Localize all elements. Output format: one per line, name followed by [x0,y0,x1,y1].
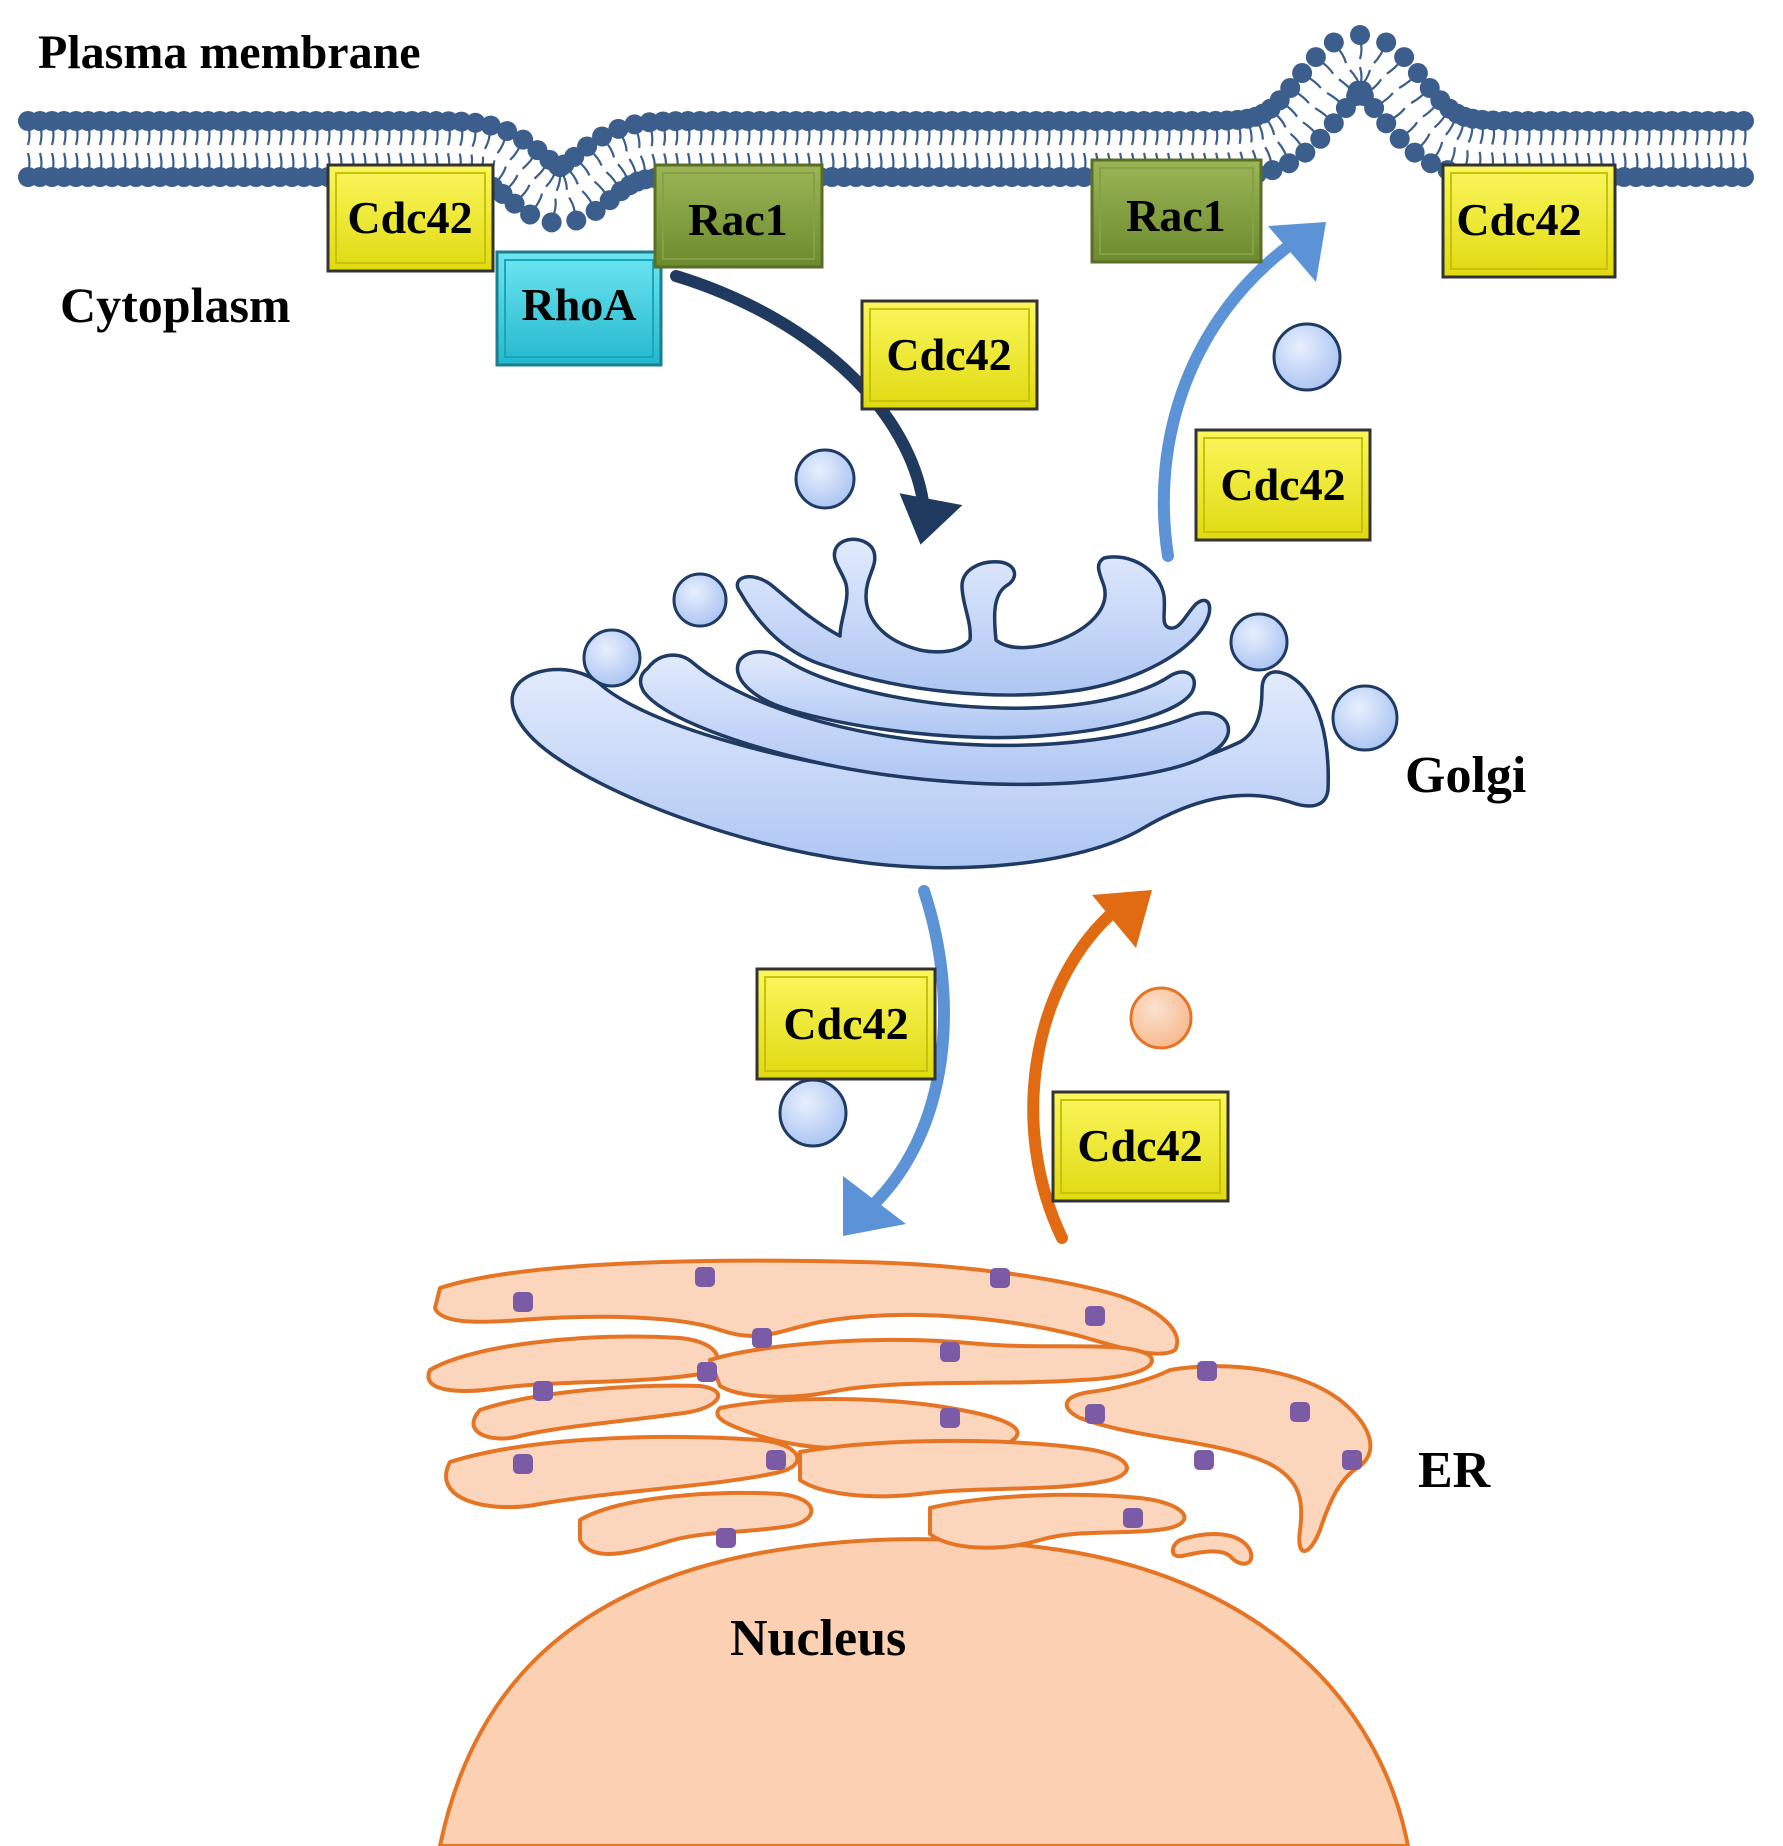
ribosome [990,1268,1010,1288]
lipid-head [1295,142,1316,163]
lipid-head [1280,78,1301,99]
ribosome [533,1381,553,1401]
anterograde-arrow [1027,909,1116,1244]
ribosome [752,1328,772,1348]
ribosome [1194,1450,1214,1470]
retrograde-arrow-head [843,1176,906,1236]
lipid-head [608,118,629,139]
lipid-head [624,114,645,135]
cdc42-box-retrograde: Cdc42 [755,967,937,1081]
vesicle [582,628,642,688]
lipid-head [1420,153,1441,174]
ribosome [513,1454,533,1474]
cdc42-label: Cdc42 [886,329,1011,380]
er-ribosomes [513,1267,1362,1548]
ribosome [940,1342,960,1362]
lipid-head [480,115,501,136]
ribosome [1123,1508,1143,1528]
lipid-head [520,204,541,225]
cdc42-label: Cdc42 [783,998,908,1049]
vesicle-retrograde [778,1078,848,1148]
cdc42-label: Cdc42 [347,192,472,243]
plasma-membrane-label: Plasma membrane [38,26,421,79]
cdc42-label: Cdc42 [1456,194,1581,245]
lipid-head [1734,167,1754,187]
exocytic-arrow [1157,239,1296,562]
cdc42-box-exocytic: Cdc42 [1194,428,1372,542]
anterograde-arrow-head [1092,890,1152,948]
lipid-head [1292,63,1313,84]
rhoa-box: RhoA [495,250,663,367]
lipid-head [1310,128,1331,149]
cytoplasm-label: Cytoplasm [60,277,291,333]
vesicle [672,572,728,628]
rac1-box-left: Rac1 [653,163,824,269]
ribosome [940,1408,960,1428]
er-label: ER [1418,1442,1492,1499]
golgi-vesicles [582,448,1399,752]
cdc42-box-membrane-left: Cdc42 [326,163,495,273]
exocytic-arrow-head [1268,222,1326,282]
lipid-head [465,112,486,133]
lipid-head [592,126,613,147]
cdc42-label: Cdc42 [1077,1120,1202,1171]
lipid-head [541,212,562,233]
lipid-head [1407,63,1428,84]
lipid-head [1389,128,1410,149]
nucleus [437,1537,1411,1846]
cdc42-label: Cdc42 [1220,459,1345,510]
lipid-head [1404,142,1425,163]
cdc42-box-endocytic: Cdc42 [860,299,1039,411]
rac1-label: Rac1 [688,194,788,245]
lipid-head [577,136,598,157]
golgi-apparatus [510,537,1330,870]
lipid-head [1350,25,1370,45]
lipid-head [1262,160,1283,181]
vesicle-exocytic [1272,322,1342,392]
rac1-box-right: Rac1 [1090,158,1263,264]
ribosome [1085,1404,1105,1424]
endocytic-arrow-head [899,493,963,545]
ribosome [1085,1306,1105,1326]
ribosome [1290,1402,1310,1422]
lipid-head [1279,153,1300,174]
ribosome [766,1450,786,1470]
lipid-head [497,121,518,142]
rac1-label: Rac1 [1126,190,1226,241]
lipid-head [566,210,587,231]
lipid-head [513,129,534,150]
endoplasmic-reticulum [426,1258,1373,1566]
lipid-head [585,200,606,221]
lipid-head [1305,47,1326,68]
ribosome [513,1292,533,1312]
vesicle-anterograde [1129,986,1193,1050]
lipid-head [1364,97,1385,118]
endocytic-arrow [670,270,931,526]
lipid-head [1323,32,1344,53]
lipid-head [1376,32,1397,53]
vesicle [1229,612,1289,672]
retrograde-arrow [866,885,950,1212]
nucleus-label: Nucleus [730,1610,906,1667]
lipid-head [1394,47,1415,68]
cdc42-box-membrane-right: Cdc42 [1441,163,1617,279]
golgi-label: Golgi [1405,747,1526,804]
vesicle [1331,684,1399,752]
ribosome [1197,1361,1217,1381]
ribosome [716,1528,736,1548]
lipid-head [1734,111,1754,131]
lipid-head [1376,113,1397,134]
ribosome [695,1267,715,1287]
ribosome [697,1362,717,1382]
lipid-head [1323,113,1344,134]
ribosome [1342,1450,1362,1470]
cdc42-box-anterograde: Cdc42 [1051,1090,1230,1203]
lipid-head [504,193,525,214]
vesicle [794,448,856,510]
rhoa-label: RhoA [521,279,636,330]
